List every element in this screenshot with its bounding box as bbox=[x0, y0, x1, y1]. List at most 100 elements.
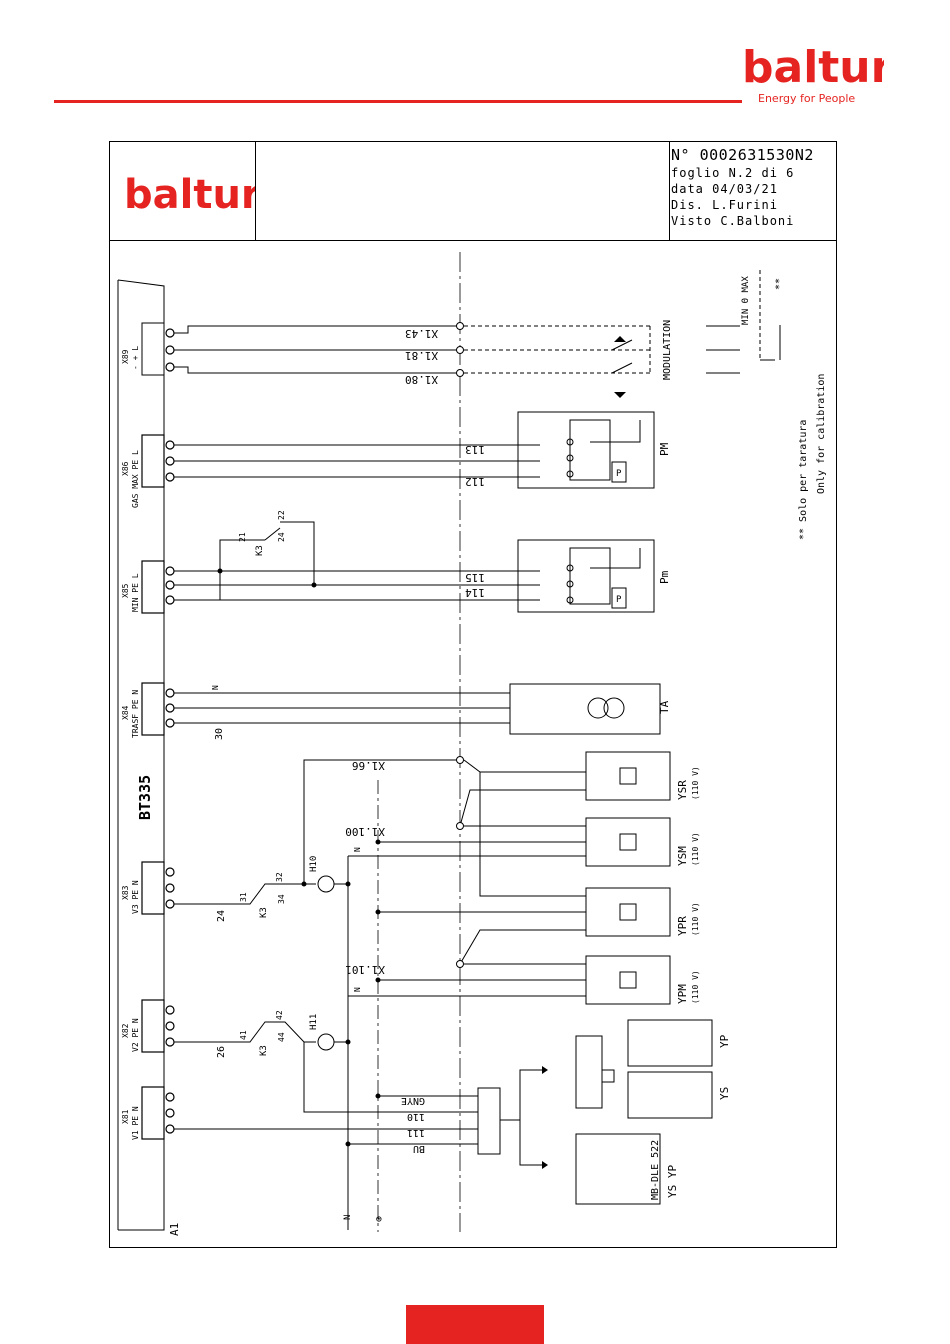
svg-text:MIN Θ MAX: MIN Θ MAX bbox=[741, 276, 751, 325]
footer-tab bbox=[406, 1305, 544, 1344]
svg-text:GNYE: GNYE bbox=[401, 1095, 425, 1106]
svg-text:V2 PE N: V2 PE N bbox=[131, 1018, 140, 1052]
neutral-label: N bbox=[343, 1215, 353, 1220]
svg-text:X89: X89 bbox=[121, 349, 130, 364]
sheet-number: foglio N.2 di 6 bbox=[671, 166, 795, 180]
svg-text:X81: X81 bbox=[121, 1109, 130, 1124]
connector-x89: X89 - + L bbox=[121, 322, 175, 376]
svg-text:24: 24 bbox=[277, 532, 286, 542]
connector-x85: X85 MIN PE L bbox=[121, 560, 175, 614]
svg-text:X1.101: X1.101 bbox=[345, 963, 385, 976]
transformer-ta: N 30 TA bbox=[174, 683, 671, 740]
drawing-date: data 04/03/21 bbox=[671, 182, 778, 196]
relays-lamps: H10 K3 24 31 32 34 H11 K3 26 41 42 44 bbox=[174, 856, 478, 1230]
svg-text:- + L: - + L bbox=[131, 346, 140, 370]
connector-x83: X83 V3 PE N bbox=[121, 861, 175, 915]
title-block-description bbox=[255, 142, 670, 240]
svg-text:110: 110 bbox=[407, 1111, 425, 1122]
unit-label: A1 bbox=[168, 1223, 181, 1236]
svg-text:(110 V): (110 V) bbox=[691, 970, 700, 1004]
title-logo: baltur bbox=[124, 172, 261, 218]
brand-logo-text: baltur bbox=[742, 44, 884, 93]
title-block-info: N° 0002631530N2 foglio N.2 di 6 data 04/… bbox=[671, 146, 814, 228]
svg-text:Pm: Pm bbox=[658, 570, 671, 584]
svg-text:X83: X83 bbox=[121, 885, 130, 900]
svg-text:TA: TA bbox=[658, 700, 671, 714]
pressure-switch-pm-min: K3 21 22 24 115 114 P Pm bbox=[174, 510, 671, 613]
svg-text:P: P bbox=[616, 469, 622, 479]
svg-text:(110 V): (110 V) bbox=[691, 832, 700, 866]
svg-text:26: 26 bbox=[216, 1046, 227, 1058]
controller-label: BT335 bbox=[136, 775, 154, 820]
brand-logo: baltur bbox=[742, 44, 884, 93]
svg-text:V1 PE N: V1 PE N bbox=[131, 1106, 140, 1140]
valves: X1.66 X1.100 X1.101 N N YSR (110 V) YSM … bbox=[303, 751, 700, 1005]
svg-text:P: P bbox=[616, 595, 622, 605]
svg-text:(110 V): (110 V) bbox=[691, 766, 700, 800]
svg-text:MODULATION: MODULATION bbox=[662, 320, 673, 380]
svg-text:112: 112 bbox=[465, 475, 485, 488]
svg-text:42: 42 bbox=[275, 1010, 284, 1020]
svg-text:PM: PM bbox=[658, 442, 671, 456]
svg-text:31: 31 bbox=[239, 892, 248, 902]
svg-text:N: N bbox=[211, 685, 220, 690]
earth-label: ⊕ bbox=[374, 1216, 385, 1222]
svg-text:30: 30 bbox=[214, 728, 225, 740]
svg-text:N: N bbox=[353, 847, 362, 852]
connector-x81: X81 V1 PE N bbox=[121, 1086, 175, 1140]
svg-text:X1.66: X1.66 bbox=[352, 759, 385, 772]
svg-text:YPM: YPM bbox=[676, 984, 689, 1004]
svg-text:BU: BU bbox=[413, 1143, 425, 1154]
brand-tagline: Energy for People bbox=[758, 92, 856, 105]
svg-text:X85: X85 bbox=[121, 583, 130, 598]
svg-text:K3: K3 bbox=[259, 1045, 269, 1056]
note-en: Only for calibration bbox=[816, 374, 827, 494]
connector-x86: X86 GAS MAX PE L bbox=[121, 434, 175, 508]
note-it: ** Solo per taratura bbox=[798, 420, 809, 540]
svg-text:YSM: YSM bbox=[676, 846, 689, 866]
svg-text:H11: H11 bbox=[309, 1014, 319, 1030]
svg-text:21: 21 bbox=[238, 532, 247, 542]
drawing-number: N° 0002631530N2 bbox=[671, 146, 814, 164]
svg-text:YS YP: YS YP bbox=[666, 1165, 679, 1198]
connector-x82: X82 V2 PE N bbox=[121, 999, 175, 1053]
controller-outline bbox=[117, 279, 165, 1231]
svg-text:YSR: YSR bbox=[676, 780, 689, 800]
svg-text:MIN PE L: MIN PE L bbox=[131, 573, 140, 612]
svg-text:baltur: baltur bbox=[124, 172, 255, 218]
connector-x84: X84 TRASF PE N bbox=[121, 682, 175, 738]
svg-text:113: 113 bbox=[465, 443, 485, 456]
header-rule bbox=[54, 100, 742, 103]
gas-valve-feed: GNYE 110 111 BU YP YS MB-DLE 522 YS YP bbox=[174, 1019, 731, 1205]
checked-by: Visto C.Balboni bbox=[671, 214, 795, 228]
title-block: baltur N° 0002631530N2 foglio N.2 di 6 d… bbox=[110, 142, 836, 241]
svg-text:X86: X86 bbox=[121, 461, 130, 476]
svg-text:X82: X82 bbox=[121, 1023, 130, 1038]
calibration-switch: MIN Θ MAX ** ** Solo per taratura Only f… bbox=[706, 270, 827, 540]
svg-text:X1.100: X1.100 bbox=[345, 825, 385, 838]
svg-text:H10: H10 bbox=[309, 856, 319, 872]
svg-text:GAS MAX PE L: GAS MAX PE L bbox=[131, 450, 140, 508]
svg-text:K3: K3 bbox=[259, 907, 269, 918]
svg-text:TRASF PE N: TRASF PE N bbox=[131, 690, 140, 738]
svg-text:(110 V): (110 V) bbox=[691, 902, 700, 936]
svg-text:22: 22 bbox=[277, 510, 286, 520]
svg-text:N: N bbox=[353, 987, 362, 992]
drawing-sheet: baltur N° 0002631530N2 foglio N.2 di 6 d… bbox=[109, 141, 837, 1248]
svg-text:YPR: YPR bbox=[676, 916, 689, 936]
svg-text:YS: YS bbox=[718, 1087, 731, 1100]
svg-text:111: 111 bbox=[407, 1127, 425, 1138]
svg-text:V3 PE N: V3 PE N bbox=[131, 880, 140, 914]
svg-text:114: 114 bbox=[465, 586, 485, 599]
svg-text:115: 115 bbox=[465, 571, 485, 584]
svg-text:X1.80: X1.80 bbox=[405, 373, 438, 386]
svg-text:X84: X84 bbox=[121, 705, 130, 720]
svg-text:41: 41 bbox=[239, 1030, 248, 1040]
svg-text:YP: YP bbox=[718, 1034, 731, 1048]
modulation-wires: X1.43 X1.81 X1.80 MODULATION bbox=[174, 320, 673, 398]
svg-text:24: 24 bbox=[216, 910, 227, 922]
svg-text:X1.43: X1.43 bbox=[405, 327, 438, 340]
title-block-logo: baltur bbox=[110, 142, 261, 240]
svg-text:32: 32 bbox=[275, 872, 284, 882]
